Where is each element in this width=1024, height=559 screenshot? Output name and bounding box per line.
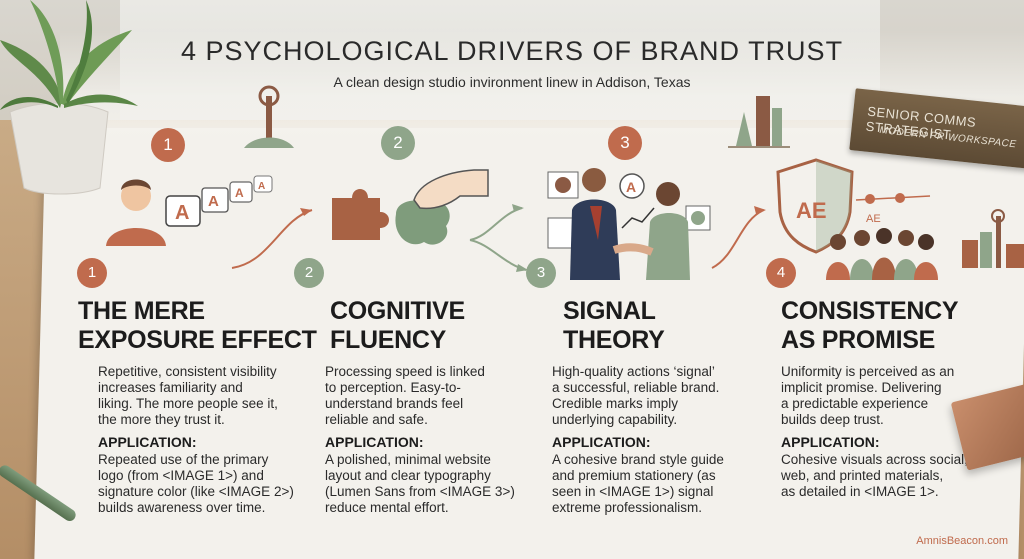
handshake-icon: A [547,168,711,280]
section-3-application-label: APPLICATION: [552,434,651,450]
section-4-body-line: implicit promise. Delivering [781,380,942,395]
skyline-icon [728,96,790,148]
section-2-application-line: A polished, minimal website [325,452,491,467]
section-1-application-line: Repeated use of the primary [98,452,269,467]
badge-top-3: 3 [608,126,642,160]
city-skyline-icon [962,209,1024,268]
section-1-body-line: liking. The more people see it, [98,396,278,411]
badge-1: 1 [77,258,107,288]
section-2-body-line: Processing speed is linked [325,364,485,379]
potted-plant-icon [0,0,138,195]
section-3-application-line: seen in <IMAGE 1>) signal [552,484,714,499]
section-2-heading-line1: COGNITIVE [330,297,465,325]
section-1-application-label: APPLICATION: [98,434,197,450]
section-3-application-line: and premium stationery (as [552,468,716,483]
section-1-application-line: logo (from <IMAGE 1>) and [98,468,264,483]
section-1-body: Repetitive, consistent visibility increa… [98,364,278,428]
section-4-application-label: APPLICATION: [781,434,880,450]
logo-mark-ae: AE [866,213,881,225]
person-speech-icon: A A A A [106,175,273,246]
section-1-application-line: signature color (like <IMAGE 2>) [98,484,294,499]
badge-top-1: 1 [151,128,185,162]
badge-3: 3 [526,258,556,288]
section-2-application-line: layout and clear typography [325,468,491,483]
section-3-application-line: A cohesive brand style guide [552,452,724,467]
tower-icon [244,85,294,148]
section-1-application-line: builds awareness over time. [98,500,266,515]
section-2-application-label: APPLICATION: [325,434,424,450]
section-4-body: Uniformity is perceived as an implicit p… [781,364,954,428]
section-2-heading: COGNITIVE FLUENCY [330,297,465,355]
section-4-application-line: as detailed in <IMAGE 1>. [781,484,939,499]
section-3-application: A cohesive brand style guide and premium… [552,452,724,516]
puzzle-hand-icon [332,169,489,245]
section-3-heading: SIGNAL THEORY [563,297,665,355]
section-4-application: Cohesive visuals across social, web, and… [781,452,968,500]
section-2-application: A polished, minimal website layout and c… [325,452,515,516]
section-2-application-line: (Lumen Sans from <IMAGE 3>) [325,484,515,499]
logo-mark-a: A [626,179,636,195]
section-2-body-line: understand brands feel [325,396,464,411]
section-3-body-line: underlying capability. [552,412,678,427]
footer-credit: AmnisBeacon.com [916,535,1008,547]
section-1-heading-line1: THE MERE [78,297,205,325]
page-title: 4 PSYCHOLOGICAL DRIVERS OF BRAND TRUST [180,36,844,66]
badge-2: 2 [294,258,324,288]
section-1-body-line: the more they trust it. [98,412,225,427]
section-2-body-line: to perception. Easy-to- [325,380,461,395]
section-4-body-line: a predictable experience [781,396,929,411]
logo-mark-a: A [208,193,219,210]
page-subtitle: A clean design studio invironment linew … [333,74,691,90]
section-3-body-line: a successful, reliable brand. [552,380,720,395]
section-1-application: Repeated use of the primary logo (from <… [98,452,294,516]
logo-mark-a: A [235,186,244,200]
section-1-heading-line2: EXPOSURE EFFECT [78,326,317,354]
section-3-application-line: extreme professionalism. [552,500,703,515]
section-1-heading: THE MERE EXPOSURE EFFECT [78,297,317,355]
section-4-heading-line1: CONSISTENCY [781,297,959,325]
logo-mark-a: A [258,181,265,192]
section-4-application-line: web, and printed materials, [781,468,944,483]
section-3-heading-line1: SIGNAL [563,297,656,325]
section-3-heading-line2: THEORY [563,326,665,354]
shield-people-icon: AE AE [776,158,938,280]
section-1-body-line: increases familiarity and [98,380,243,395]
section-3-body-line: Credible marks imply [552,396,679,411]
section-1-body-line: Repetitive, consistent visibility [98,364,277,379]
section-4-heading: CONSISTENCY AS PROMISE [781,297,959,355]
section-4-body-line: Uniformity is perceived as an [781,364,955,379]
section-2-body: Processing speed is linked to perception… [325,364,485,428]
logo-mark-a: A [175,202,189,224]
logo-mark-ae: AE [796,198,827,223]
section-3-body: High-quality actions ‘signal’ a successf… [552,364,719,428]
section-4-body-line: builds deep trust. [781,412,884,427]
badge-top-2: 2 [381,126,415,160]
section-2-application-line: reduce mental effort. [325,500,449,515]
section-4-application-line: Cohesive visuals across social, [781,452,968,467]
section-2-body-line: reliable and safe. [325,412,428,427]
section-4-heading-line2: AS PROMISE [781,326,935,354]
section-3-body-line: High-quality actions ‘signal’ [552,364,715,379]
badge-4: 4 [766,258,796,288]
section-2-heading-line2: FLUENCY [330,326,446,354]
